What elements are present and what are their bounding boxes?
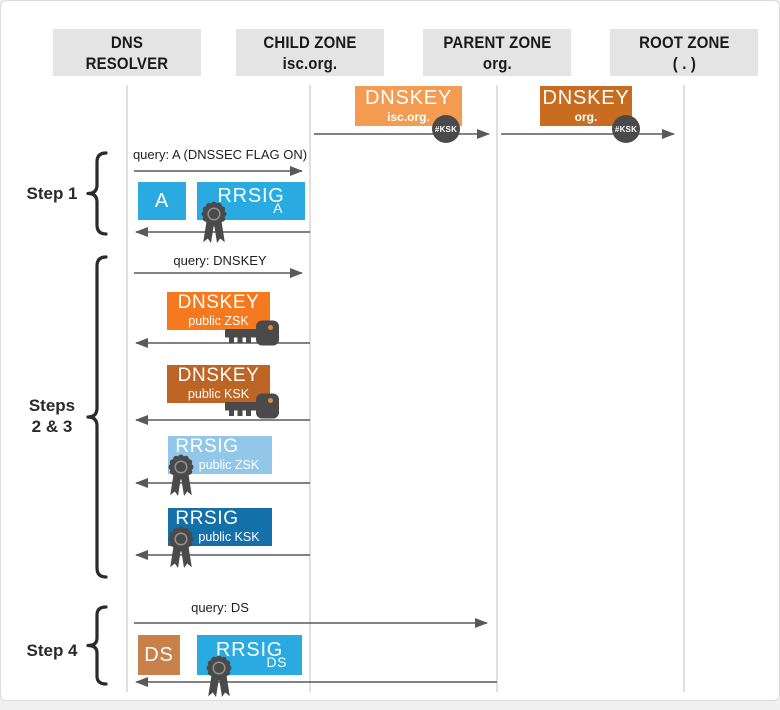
- record-sublabel: public ZSK: [198, 457, 260, 472]
- record-label: DNSKEY: [177, 291, 260, 313]
- actor-label: ROOT ZONE: [638, 32, 730, 52]
- step-label-text: Steps: [28, 396, 76, 415]
- record-box-ds: DS: [138, 635, 180, 675]
- actor-label: ( . ): [672, 53, 696, 73]
- step-4-label: Step 4: [18, 640, 86, 661]
- record-subscript: DS: [266, 654, 287, 670]
- key-icon: [225, 393, 279, 419]
- record-label: DNSKEY: [542, 86, 630, 109]
- seal-icon: [168, 526, 194, 568]
- brace-step-1: [86, 151, 108, 236]
- actor-label: CHILD ZONE: [263, 32, 357, 52]
- record-label: DS: [144, 643, 174, 666]
- brace-steps-2-3: [86, 255, 108, 579]
- record-box-dnskey-zsk: DNSKEY public ZSK: [167, 292, 270, 330]
- ksk-badge-icon: #KSK: [432, 115, 460, 143]
- query-a-label: query: A (DNSSEC FLAG ON): [132, 147, 308, 162]
- actor-label: org.: [482, 53, 512, 73]
- record-subscript: A: [273, 200, 283, 216]
- seal-icon: [168, 454, 194, 496]
- step-label-text: 2 & 3: [31, 417, 73, 436]
- record-box-dnskey-ksk: DNSKEY public KSK: [167, 365, 270, 403]
- step-label-text: Step 4: [26, 641, 78, 660]
- actor-label: RESOLVER: [85, 53, 169, 73]
- query-dnskey-label: query: DNSKEY: [173, 253, 267, 268]
- record-label: DNSKEY: [177, 364, 260, 386]
- ksk-badge-label: #KSK: [434, 124, 458, 134]
- record-label: RRSIG: [215, 639, 284, 661]
- ksk-badge-label: #KSK: [614, 124, 638, 134]
- brace-step-4: [86, 605, 108, 686]
- key-icon: [225, 320, 279, 346]
- actor-parent-zone: PARENT ZONE org.: [423, 29, 571, 76]
- query-ds-label: query: DS: [191, 600, 249, 615]
- record-sublabel: public KSK: [198, 529, 260, 544]
- record-sublabel: isc.org.: [387, 109, 430, 124]
- ksk-badge-icon: #KSK: [612, 115, 640, 143]
- record-label: DNSKEY: [364, 86, 453, 109]
- actor-label: PARENT ZONE: [442, 32, 552, 52]
- record-label: A: [154, 189, 170, 212]
- record-sublabel: org.: [574, 109, 598, 124]
- record-box-dnskey-org: DNSKEY org.: [540, 86, 632, 126]
- record-label: RRSIG: [175, 435, 239, 457]
- record-label: RRSIG: [175, 507, 239, 529]
- actor-child-zone: CHILD ZONE isc.org.: [236, 29, 384, 76]
- actor-dns-resolver: DNS RESOLVER: [53, 29, 201, 76]
- seal-icon: [201, 201, 227, 243]
- record-box-rrsig-a: RRSIG A: [197, 182, 305, 220]
- actor-label: DNS: [110, 32, 144, 52]
- record-box-a: A: [138, 182, 186, 220]
- record-sublabel: public ZSK: [188, 313, 249, 328]
- step-label-text: Step 1: [26, 184, 78, 203]
- seal-icon: [206, 655, 232, 697]
- actor-label: isc.org.: [282, 53, 338, 73]
- actor-root-zone: ROOT ZONE ( . ): [610, 29, 758, 76]
- record-sublabel: public KSK: [187, 386, 250, 401]
- record-label: RRSIG: [217, 185, 285, 207]
- steps-2-3-label: Steps 2 & 3: [18, 395, 86, 437]
- step-1-label: Step 1: [18, 183, 86, 204]
